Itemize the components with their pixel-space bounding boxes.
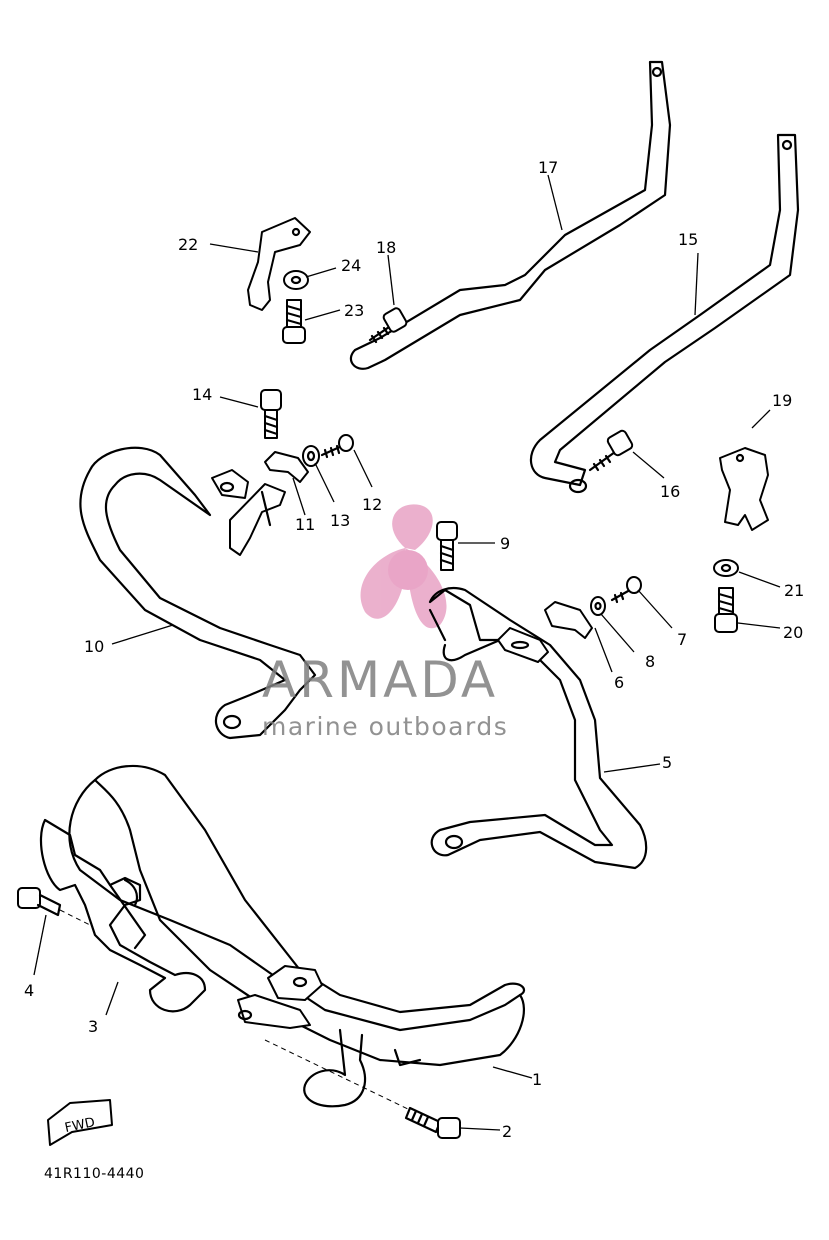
callout-23: 23 [344, 301, 364, 320]
bolt-4 [17, 887, 91, 926]
washer-13 [302, 445, 320, 467]
callout-1: 1 [532, 1070, 542, 1089]
callout-22: 22 [178, 235, 198, 254]
callout-17: 17 [538, 158, 558, 177]
callout-15: 15 [678, 230, 698, 249]
bracket-22 [247, 217, 311, 311]
bolt-9 [436, 521, 458, 571]
callout-4: 4 [24, 981, 34, 1000]
callout-14: 14 [192, 385, 212, 404]
callout-2: 2 [502, 1122, 512, 1141]
washer-8 [590, 596, 606, 616]
bolt-20 [714, 587, 738, 633]
callout-3: 3 [88, 1017, 98, 1036]
callout-labels: 1 2 3 4 5 6 7 8 9 10 11 12 13 14 15 16 1… [24, 158, 804, 1141]
callout-18: 18 [376, 238, 396, 257]
callout-8: 8 [645, 652, 655, 671]
callout-5: 5 [662, 753, 672, 772]
callout-7: 7 [677, 630, 687, 649]
watermark-brand: ARMADA [262, 651, 498, 709]
fwd-label: FWD [64, 1115, 97, 1136]
bolt-16 [588, 429, 634, 472]
diagram-code: 41R110-4440 [44, 1166, 144, 1182]
washer-24 [283, 270, 309, 290]
handle-10 [79, 446, 317, 740]
rod-15 [529, 133, 800, 494]
callout-19: 19 [772, 391, 792, 410]
clamp-11 [264, 451, 309, 483]
armada-propeller-logo [360, 504, 447, 629]
bracket-19 [719, 447, 769, 531]
bolt-2 [264, 1039, 461, 1139]
callout-13: 13 [330, 511, 350, 530]
rod-17 [349, 60, 672, 370]
callout-11: 11 [295, 515, 315, 534]
screw-12 [320, 434, 354, 459]
callout-12: 12 [362, 495, 382, 514]
handle-1 [68, 764, 526, 1108]
callout-6: 6 [614, 673, 624, 692]
watermark-tagline: marine outboards [262, 712, 508, 741]
callout-24: 24 [341, 256, 361, 275]
leader-lines [33, 174, 781, 1131]
callout-21: 21 [784, 581, 804, 600]
bolt-18 [368, 307, 408, 344]
fwd-arrow-icon: FWD [47, 1099, 113, 1146]
clamp-6 [544, 601, 593, 639]
handle-5 [428, 586, 648, 870]
bracket-3 [39, 818, 207, 1013]
bolt-14 [260, 389, 282, 439]
callout-16: 16 [660, 482, 680, 501]
bolt-23 [282, 299, 306, 344]
callout-10: 10 [84, 637, 104, 656]
washer-21 [713, 559, 739, 577]
screw-7 [610, 576, 642, 604]
callout-9: 9 [500, 534, 510, 553]
callout-20: 20 [783, 623, 803, 642]
